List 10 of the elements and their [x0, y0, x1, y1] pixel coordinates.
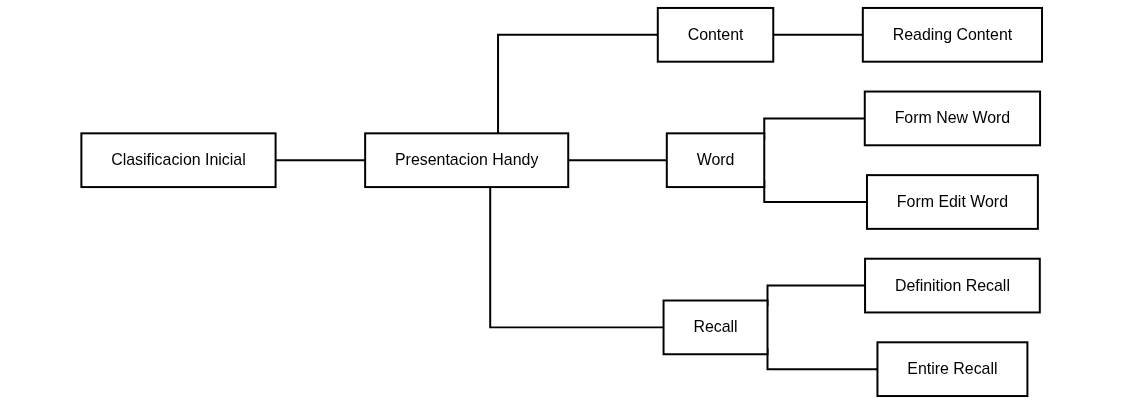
node-box: Reading Content	[861, 6, 1043, 63]
node-box: Definition Recall	[863, 257, 1041, 314]
node-box: Recall	[662, 299, 769, 356]
node-box: Form Edit Word	[865, 174, 1039, 230]
node-box: Word	[665, 132, 766, 189]
node-box: Form New Word	[863, 90, 1041, 147]
node-box: Content	[656, 6, 775, 63]
node-box: Clasificacion Inicial	[80, 132, 277, 189]
node-box: Presentacion Handy	[363, 132, 570, 189]
node-box: Entire Recall	[876, 341, 1029, 398]
